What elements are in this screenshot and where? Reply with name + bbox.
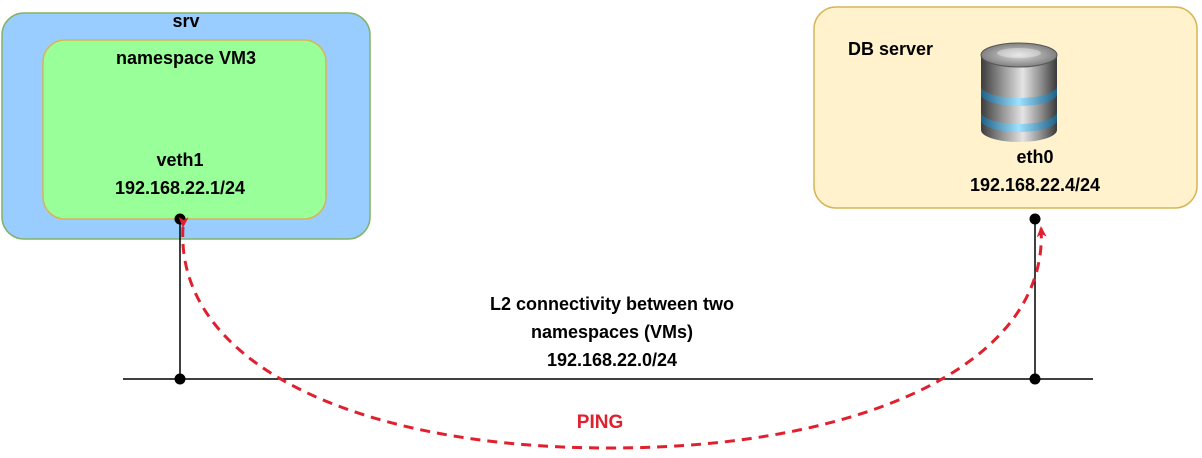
ping-label: PING	[577, 412, 623, 433]
db-iface-label: eth0	[1016, 147, 1053, 167]
subnet-label: 192.168.22.0/24	[547, 350, 677, 370]
l2-connectivity-line2: namespaces (VMs)	[531, 322, 693, 342]
veth1-port-dot	[174, 213, 186, 225]
bus-junction-left	[174, 373, 186, 385]
srv-title: srv	[172, 11, 199, 31]
namespace-ip-label: 192.168.22.1/24	[115, 178, 245, 198]
db-ip-label: 192.168.22.4/24	[970, 175, 1100, 195]
eth0-port-dot	[1029, 213, 1041, 225]
bus-junction-right	[1029, 373, 1041, 385]
database-icon	[980, 42, 1058, 142]
l2-connectivity-line1: L2 connectivity between two	[490, 294, 734, 314]
db-server-title: DB server	[848, 39, 933, 59]
ping-arrow	[178, 216, 1047, 450]
namespace-title: namespace VM3	[116, 48, 256, 68]
namespace-iface-label: veth1	[156, 150, 203, 170]
